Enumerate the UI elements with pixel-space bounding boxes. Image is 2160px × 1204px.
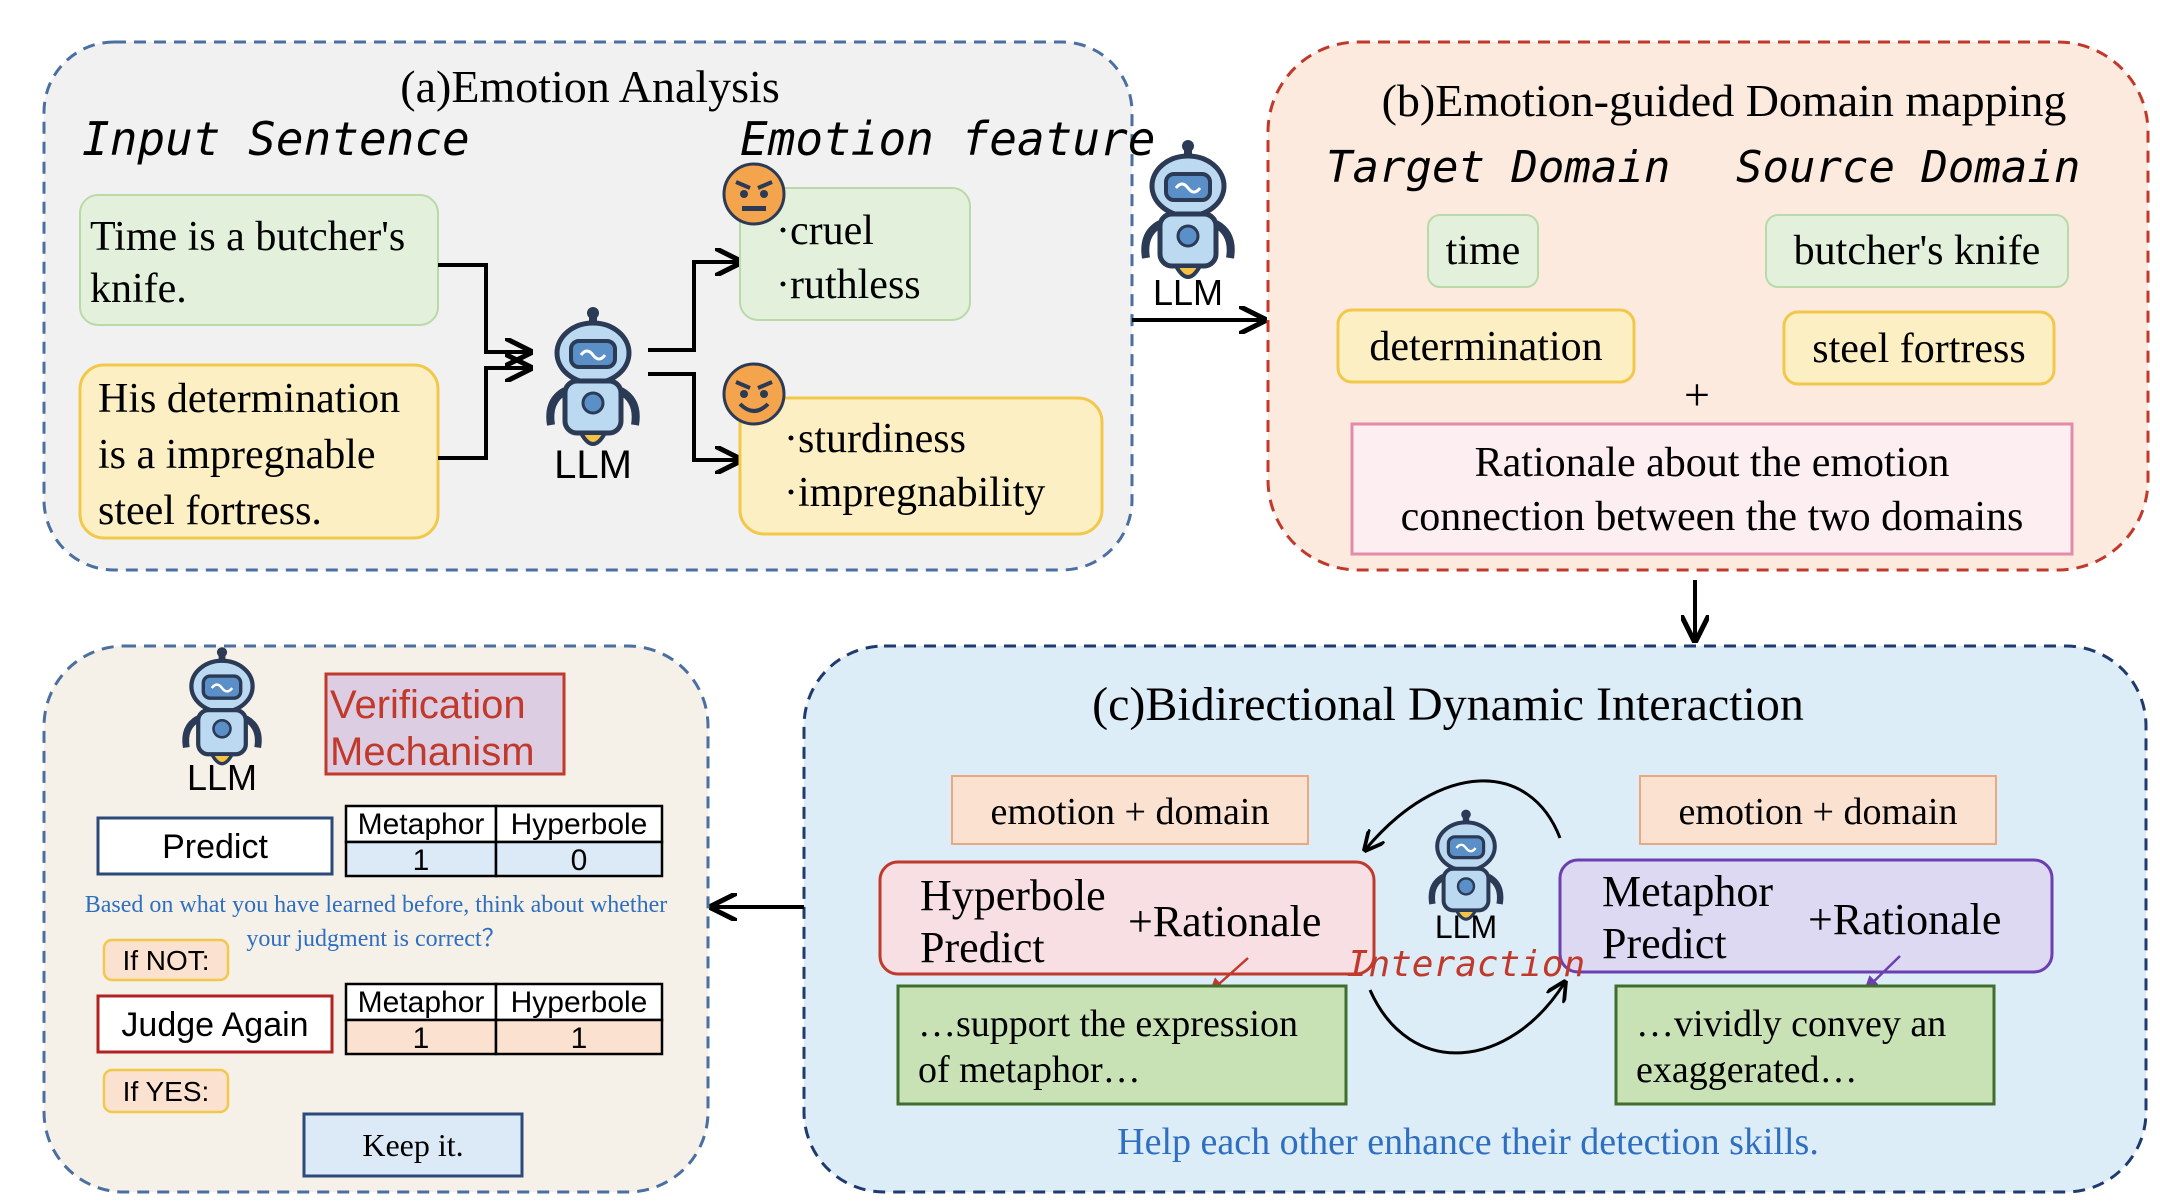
- target-determination-box: [1336, 308, 1636, 384]
- hyperbole-predict-box: [878, 860, 1376, 976]
- panel-verification: LLM Verification Mechanism Predict Metap…: [42, 646, 710, 1194]
- emotion-domain-left: emotion + domain: [991, 791, 1270, 833]
- hyperbole-rationale: +Rationale: [1128, 897, 1321, 946]
- features1-box: [739, 187, 971, 321]
- input-sentence-heading: Input Sentence: [82, 112, 470, 166]
- prompt-line1: Based on what you have learned before, t…: [85, 892, 667, 918]
- llm-label-a: LLM: [554, 443, 632, 487]
- predict-box: [96, 816, 334, 876]
- llm-label-c: LLM: [1435, 909, 1497, 945]
- interaction-label: Interaction: [1347, 944, 1585, 985]
- sentence1-line2: knife.: [90, 266, 187, 312]
- table2-header-hyperbole: Hyperbole: [511, 986, 648, 1019]
- sentence1-line1: Time is a butcher's: [90, 214, 405, 260]
- prediction-table-1: Metaphor Hyperbole 1 0: [344, 804, 664, 878]
- keep-it-label: Keep it.: [362, 1127, 463, 1163]
- panel-bidirectional-interaction: (c)Bidirectional Dynamic Interaction emo…: [802, 644, 2148, 1194]
- prediction-table-2: Metaphor Hyperbole 1 1: [344, 982, 664, 1056]
- feature-sturdiness: ·sturdiness: [784, 416, 966, 462]
- purple-pointer-arrow: [1863, 955, 1901, 992]
- panel-c-title: (c)Bidirectional Dynamic Interaction: [1092, 678, 1804, 731]
- sentence2-line1: His determination: [98, 376, 400, 422]
- source-knife: butcher's knife: [1794, 228, 2041, 274]
- emotion-feature-heading: Emotion feature: [740, 112, 1155, 166]
- llm-label-middle: LLM: [1153, 272, 1223, 313]
- target-time: time: [1446, 228, 1521, 274]
- left-quote-box: [896, 984, 1348, 1106]
- hyperbole-line1: Hyperbole: [920, 871, 1106, 920]
- source-knife-box: [1765, 214, 2069, 288]
- target-determination: determination: [1369, 324, 1602, 370]
- grin-face-icon: [722, 362, 786, 426]
- source-domain-heading: Source Domain: [1736, 142, 2080, 193]
- panel-c-footer: Help each other enhance their detection …: [1117, 1121, 1819, 1163]
- interaction-arrow-top: [1365, 779, 1562, 850]
- angry-face-icon: [722, 162, 786, 226]
- arrow-llm-f1: [648, 262, 740, 352]
- right-quote-box: [1614, 984, 1996, 1106]
- sentence2-box: [78, 363, 440, 540]
- sentence1-box: [79, 194, 439, 326]
- arrow-s1-llm: [438, 263, 530, 352]
- right-quote-line1: …vividly convey an: [1636, 1003, 1946, 1045]
- source-fortress: steel fortress: [1812, 326, 2025, 372]
- llm-label-d: LLM: [187, 757, 257, 798]
- plus-sign: +: [1684, 369, 1710, 420]
- rationale-line1: Rationale about the emotion: [1475, 440, 1950, 486]
- features2-box: [738, 396, 1104, 536]
- metaphor-line1: Metaphor: [1602, 867, 1773, 916]
- table2-value-hyperbole: 1: [571, 1022, 588, 1055]
- source-fortress-box: [1782, 310, 2056, 386]
- table1-header-hyperbole: Hyperbole: [511, 808, 648, 841]
- arrow-llm-f2: [648, 372, 740, 460]
- panel-b-title: (b)Emotion-guided Domain mapping: [1382, 75, 2067, 126]
- judge-again-box: [96, 994, 334, 1054]
- metaphor-rationale: +Rationale: [1808, 895, 2001, 944]
- rationale-box: [1350, 422, 2074, 556]
- target-domain-heading: Target Domain: [1326, 142, 1670, 193]
- robot-icon-middle: [1145, 140, 1230, 277]
- verification-line1: Verification: [330, 683, 526, 727]
- emotion-domain-tag-left: [951, 775, 1309, 845]
- verification-line2: Mechanism: [330, 730, 535, 774]
- arrow-s2-llm: [438, 368, 530, 460]
- table2-value-metaphor: 1: [413, 1022, 430, 1055]
- emotion-domain-tag-right: [1639, 775, 1997, 845]
- feature-ruthless: ·ruthless: [776, 262, 921, 308]
- table1-value-metaphor: 1: [413, 844, 430, 877]
- interaction-arrow-bottom: [1368, 982, 1565, 1055]
- predict-label: Predict: [162, 828, 268, 866]
- right-quote-line2: exaggerated…: [1636, 1049, 1858, 1091]
- target-time-box: [1427, 214, 1539, 288]
- prompt-line2: your judgment is correct？: [246, 926, 505, 952]
- verification-box: [324, 672, 566, 776]
- if-not-label: If NOT:: [122, 945, 209, 976]
- panel-domain-mapping: (b)Emotion-guided Domain mapping Target …: [1266, 40, 2150, 572]
- feature-impregnability: ·impregnability: [784, 470, 1045, 516]
- judge-again-label: Judge Again: [121, 1006, 308, 1044]
- hyperbole-line2: Predict: [920, 923, 1045, 972]
- emotion-domain-right: emotion + domain: [1679, 791, 1958, 833]
- keep-it-box: [302, 1112, 524, 1178]
- if-yes-box: [102, 1068, 230, 1114]
- rationale-line2: connection between the two domains: [1401, 494, 2024, 540]
- sentence2-line3: steel fortress.: [98, 488, 322, 534]
- table1-value-hyperbole: 0: [571, 844, 588, 877]
- table1-header-metaphor: Metaphor: [358, 808, 485, 841]
- metaphor-predict-box: [1558, 858, 2054, 974]
- sentence2-line2: is a impregnable: [98, 432, 376, 478]
- if-yes-label: If YES:: [123, 1076, 210, 1107]
- metaphor-line2: Predict: [1602, 919, 1727, 968]
- left-quote-line1: …support the expression: [918, 1003, 1298, 1045]
- if-not-box: [102, 938, 230, 982]
- left-quote-line2: of metaphor…: [918, 1049, 1141, 1091]
- panel-a-title: (a)Emotion Analysis: [400, 61, 779, 112]
- feature-cruel: ·cruel: [776, 208, 874, 254]
- table2-header-metaphor: Metaphor: [358, 986, 485, 1019]
- panel-emotion-analysis: (a)Emotion Analysis Input Sentence Emoti…: [42, 40, 1155, 572]
